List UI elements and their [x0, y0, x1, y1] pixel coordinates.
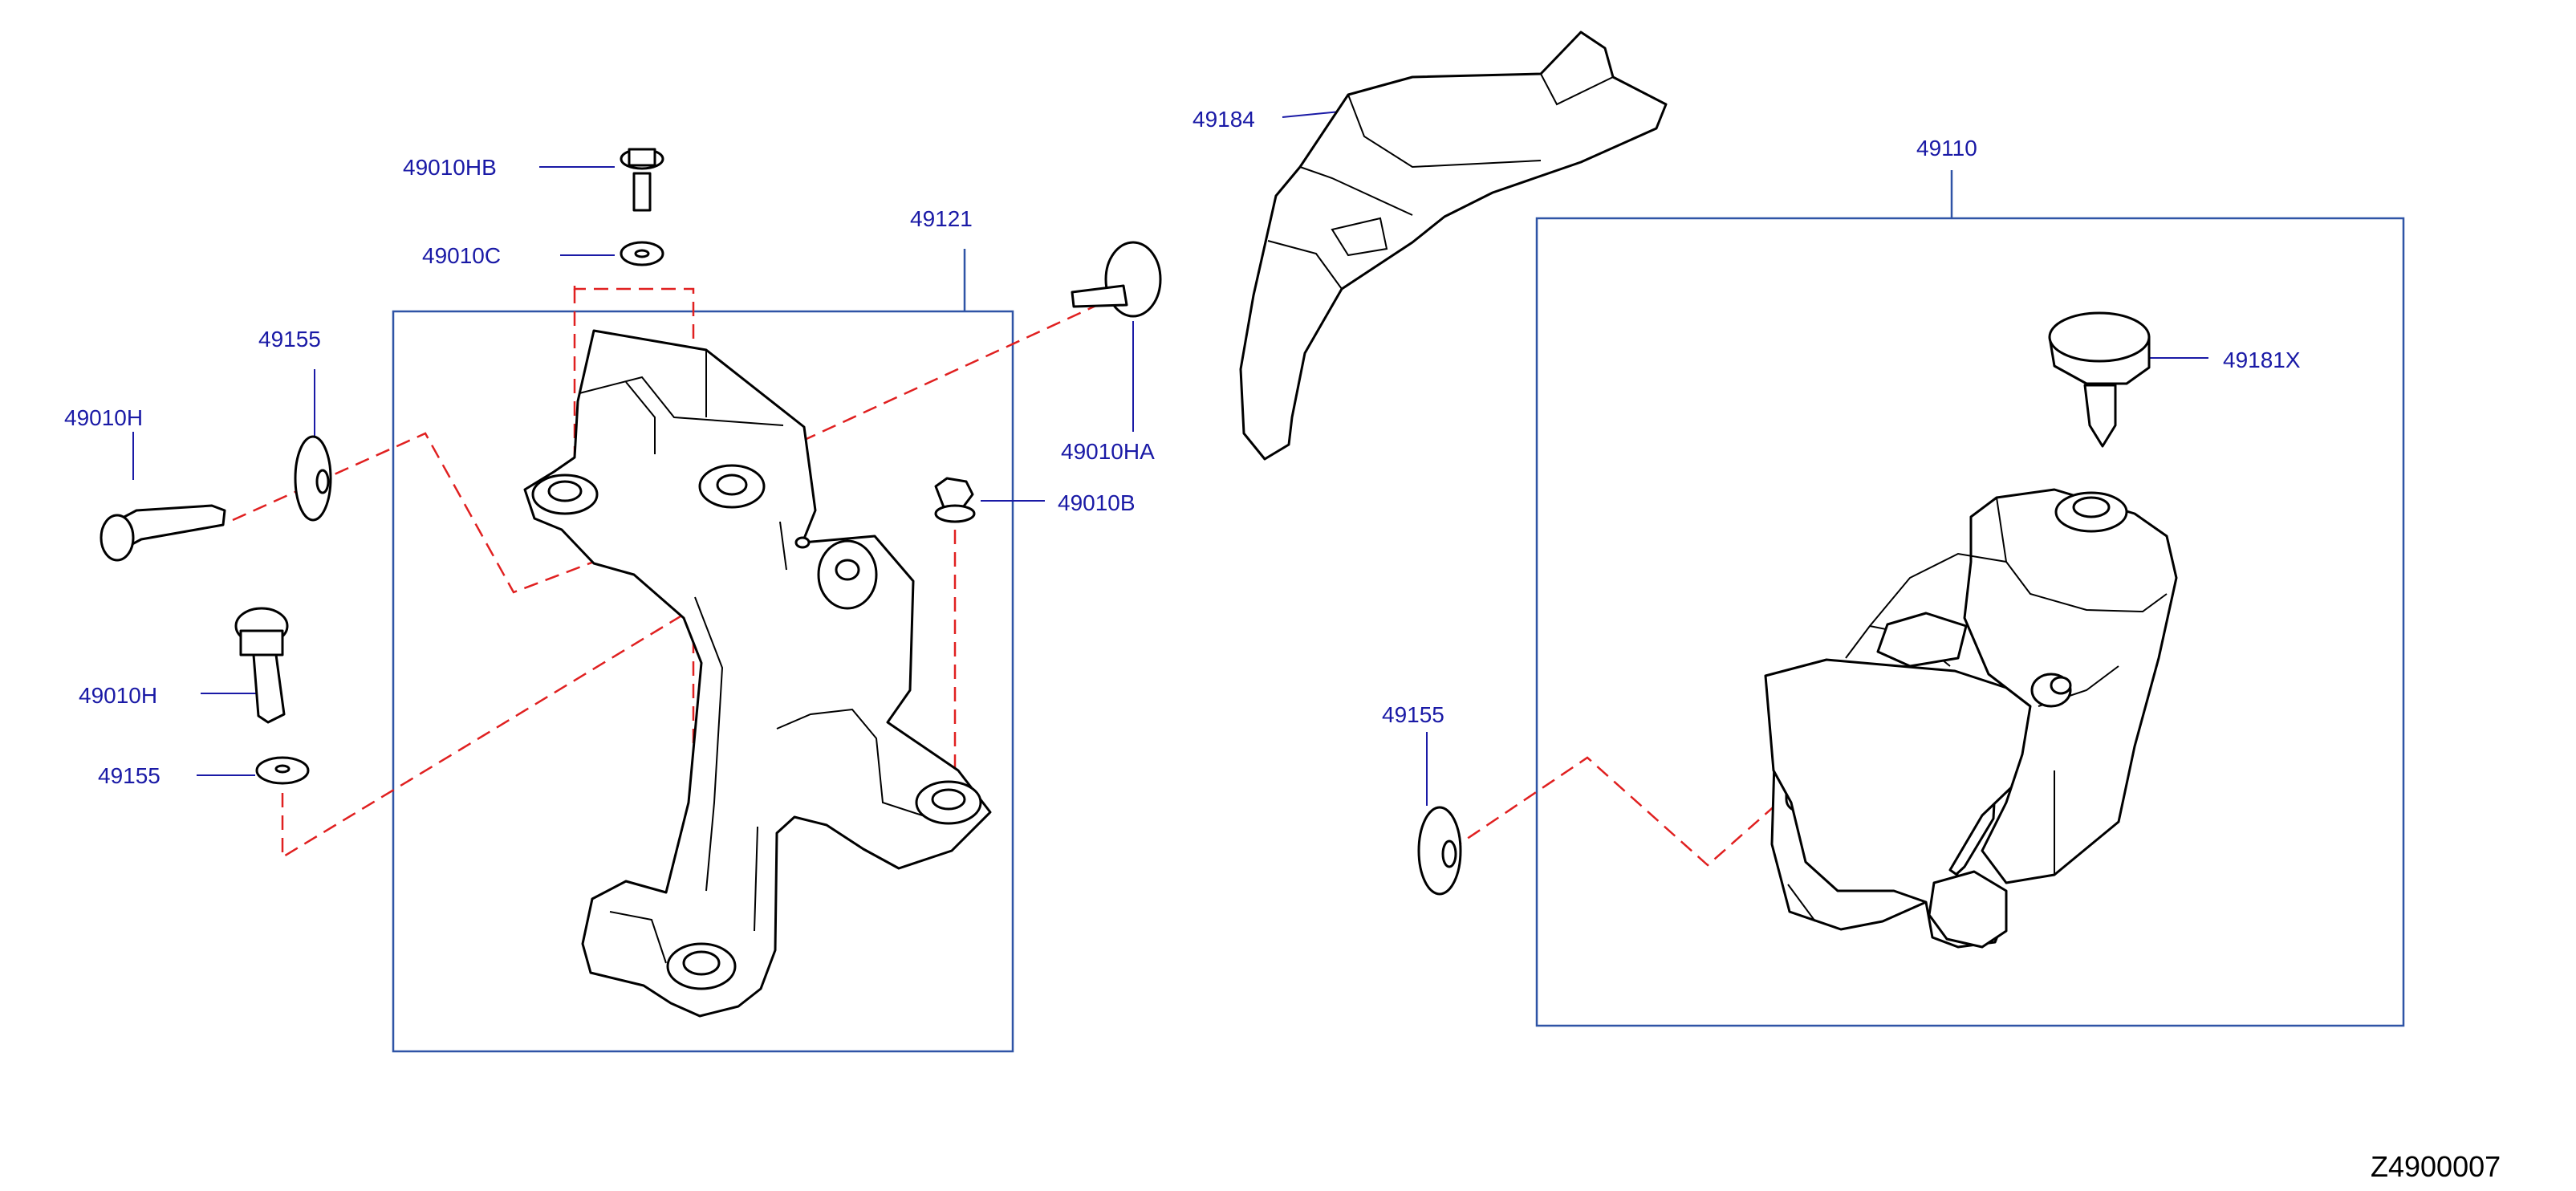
bolt-49010H-horizontal — [100, 504, 226, 562]
label-49010B: 49010B — [1058, 490, 1136, 515]
bracket-group-frame — [392, 249, 1014, 1053]
washer-49010C — [620, 241, 664, 266]
label-49110: 49110 — [1916, 136, 1977, 161]
cap-49181X — [2048, 311, 2151, 448]
bolt-49010HB — [620, 148, 664, 212]
cover-49184 — [1239, 30, 1668, 461]
pump-assembly-49110 — [1764, 488, 2178, 949]
bolt-49010HA — [1071, 241, 1162, 318]
label-49010HA: 49010HA — [1061, 439, 1155, 464]
washer-49155-b — [255, 756, 310, 785]
part-labels: 49010HB 49010C 49121 49155 49010H 49010H… — [64, 107, 2301, 788]
label-49155-c: 49155 — [1382, 702, 1444, 727]
label-49155-a: 49155 — [258, 327, 321, 352]
label-49184: 49184 — [1193, 107, 1255, 132]
leader-lines — [132, 110, 2208, 806]
washer-49155-c — [1417, 806, 1462, 896]
diagram-reference-code: Z4900007 — [2371, 1150, 2501, 1183]
bolt-49010H-vertical — [234, 607, 289, 724]
washer-49155-a — [294, 435, 332, 522]
label-49010H-a: 49010H — [64, 405, 143, 430]
label-49121: 49121 — [910, 206, 973, 231]
pump-group-frame — [1535, 170, 2405, 1027]
label-49010C: 49010C — [422, 243, 501, 268]
label-49155-b: 49155 — [98, 763, 160, 788]
label-49010H-b: 49010H — [79, 683, 157, 708]
nut-49010B — [934, 477, 976, 523]
label-49181X: 49181X — [2223, 348, 2301, 372]
label-49010HB: 49010HB — [403, 155, 497, 180]
bracket-49121 — [523, 329, 992, 1018]
